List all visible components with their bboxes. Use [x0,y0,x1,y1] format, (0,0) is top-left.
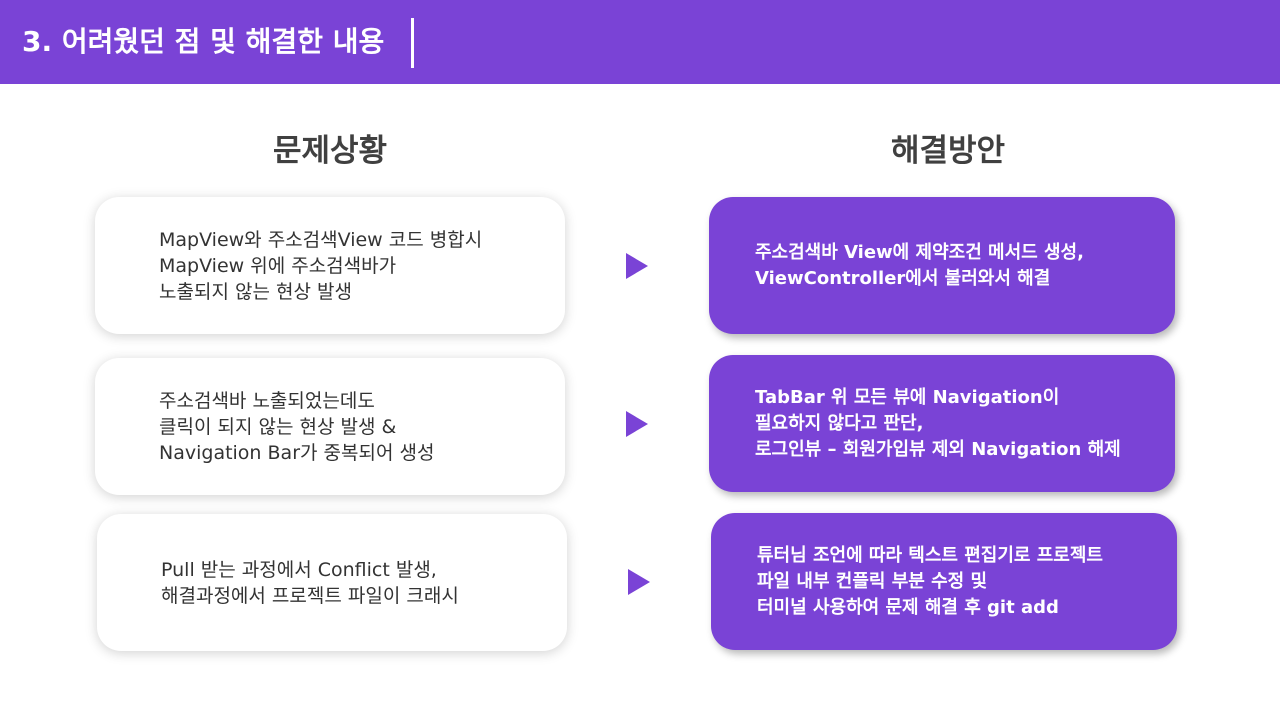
solution-text-line: 주소검색바 View에 제약조건 메서드 생성, [755,241,1084,263]
solution-text-line: 튜터님 조언에 따라 텍스트 편집기로 프로젝트 [757,544,1103,566]
problem-text-line: 노출되지 않는 현상 발생 [159,280,352,303]
problem-text-line: 클릭이 되지 않는 현상 발생 & [159,415,397,438]
solution-text-line: 터미널 사용하여 문제 해결 후 git add [757,596,1059,618]
problem-column-heading: 문제상황 [272,133,388,169]
problem-text-line: 주소검색바 노출되었는데도 [159,389,375,412]
solution-text-line: 필요하지 않다고 판단, [755,412,924,434]
problem-card-3: Pull 받는 과정에서 Conflict 발생, 해결과정에서 프로젝트 파일… [97,514,567,651]
problem-text-line: Navigation Bar가 중복되어 생성 [159,441,435,464]
problem-text-line: MapView와 주소검색View 코드 병합시 [159,228,483,251]
solution-text-line: 파일 내부 컨플릭 부분 수정 및 [757,570,988,592]
problem-card-2: 주소검색바 노출되었는데도 클릭이 되지 않는 현상 발생 & Navigati… [95,358,565,495]
problem-text-line: 해결과정에서 프로젝트 파일이 크래시 [161,584,459,607]
title-divider [411,18,414,68]
solution-card-2: TabBar 위 모든 뷰에 Navigation이 필요하지 않다고 판단, … [709,355,1175,492]
solution-text-line: TabBar 위 모든 뷰에 Navigation이 [755,386,1060,408]
solution-text-line: ViewController에서 불러와서 해결 [755,267,1051,289]
problem-text-line: Pull 받는 과정에서 Conflict 발생, [161,558,437,581]
arrow-right-icon [628,569,650,595]
arrow-right-icon [626,411,648,437]
solution-column-heading: 해결방안 [890,133,1006,169]
solution-card-3: 튜터님 조언에 따라 텍스트 편집기로 프로젝트 파일 내부 컨플릭 부분 수정… [711,513,1177,650]
problem-card-1: MapView와 주소검색View 코드 병합시 MapView 위에 주소검색… [95,197,565,334]
page-title: 3. 어려웠던 점 및 해결한 내용 [22,25,385,58]
problem-text-line: MapView 위에 주소검색바가 [159,254,397,277]
arrow-right-icon [626,253,648,279]
solution-text-line: 로그인뷰 – 회원가입뷰 제외 Navigation 해제 [755,438,1121,460]
header-bar: 3. 어려웠던 점 및 해결한 내용 [0,0,1280,84]
solution-card-1: 주소검색바 View에 제약조건 메서드 생성, ViewController에… [709,197,1175,334]
